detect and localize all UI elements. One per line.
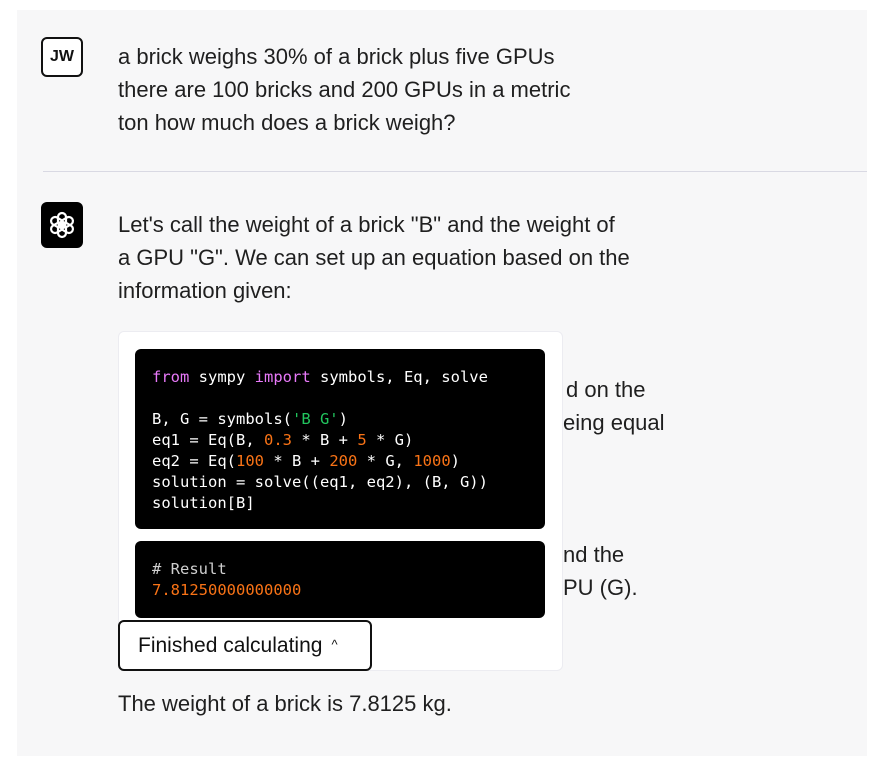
code-text: sympy [189,368,255,386]
user-message-line: there are 100 bricks and 200 GPUs in a m… [118,77,571,102]
code-text: symbols, Eq, solve [310,368,488,386]
user-avatar: JW [41,37,83,77]
code-text: * B + [264,452,330,470]
assistant-final-answer: The weight of a brick is 7.8125 kg. [118,691,452,716]
user-message-panel [17,10,867,172]
assistant-intro-line: a GPU "G". We can set up an equation bas… [118,245,630,270]
result-value: 7.81250000000000 [152,581,302,599]
code-keyword: from [152,368,190,386]
code-text: * G, [357,452,414,470]
code-text: solution = solve((eq1, eq2), (B, G)) [152,473,488,491]
code-text: B, G = symbols( [152,410,292,428]
assistant-intro-line: information given: [118,278,292,303]
obscured-text-fragment: nd the [563,542,625,567]
user-message-text: a brick weighs 30% of a brick plus five … [118,40,638,139]
code-text: * B + [291,431,358,449]
assistant-intro-text: Let's call the weight of a brick "B" and… [118,208,678,307]
assistant-avatar [41,202,83,248]
code-text: eq1 = Eq(B, [152,431,264,449]
obscured-text-fragment: PU (G). [563,575,638,600]
code-number: 100 [236,452,264,470]
code-text: ) [450,452,460,470]
code-text: ) [338,410,348,428]
assistant-intro-line: Let's call the weight of a brick "B" and… [118,212,615,237]
user-message-line: a brick weighs 30% of a brick plus five … [118,44,555,69]
obscured-text-fragment: d on the [566,377,646,402]
code-number: 200 [329,452,358,470]
message-divider [43,171,867,172]
openai-logo-icon [49,211,75,239]
finished-calculating-button[interactable]: Finished calculating ^ [118,620,372,671]
code-number: 5 [357,431,367,449]
code-text: * G) [366,431,414,449]
code-text: solution[B] [152,494,255,512]
code-number: 1000 [413,452,451,470]
obscured-text-fragment: eing equal [563,410,665,435]
chevron-up-icon: ^ [331,637,338,652]
finished-calculating-label: Finished calculating [138,633,323,657]
user-message-line: ton how much does a brick weigh? [118,110,456,135]
code-number: 0.3 [263,431,292,449]
code-text: eq2 = Eq( [152,452,236,470]
result-block: # Result 7.81250000000000 [135,541,545,618]
code-string: 'B G' [291,410,339,428]
code-keyword: import [254,368,311,386]
result-comment: # Result [152,560,227,578]
code-block: from sympy import symbols, Eq, solve B, … [135,349,545,529]
